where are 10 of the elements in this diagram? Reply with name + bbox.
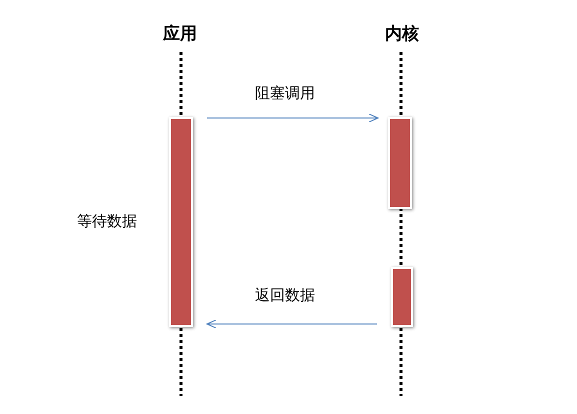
activation-bar [388,117,412,209]
arrow [206,114,378,122]
lifeline-header: 应用 [163,22,197,45]
activation-bar [391,267,413,327]
arrow [206,320,378,328]
edge-label: 阻塞调用 [255,84,315,103]
edge-label: 返回数据 [255,286,315,305]
lifeline-header: 内核 [385,22,419,45]
activation-bar [169,117,193,327]
note-text: 等待数据 [77,212,137,231]
